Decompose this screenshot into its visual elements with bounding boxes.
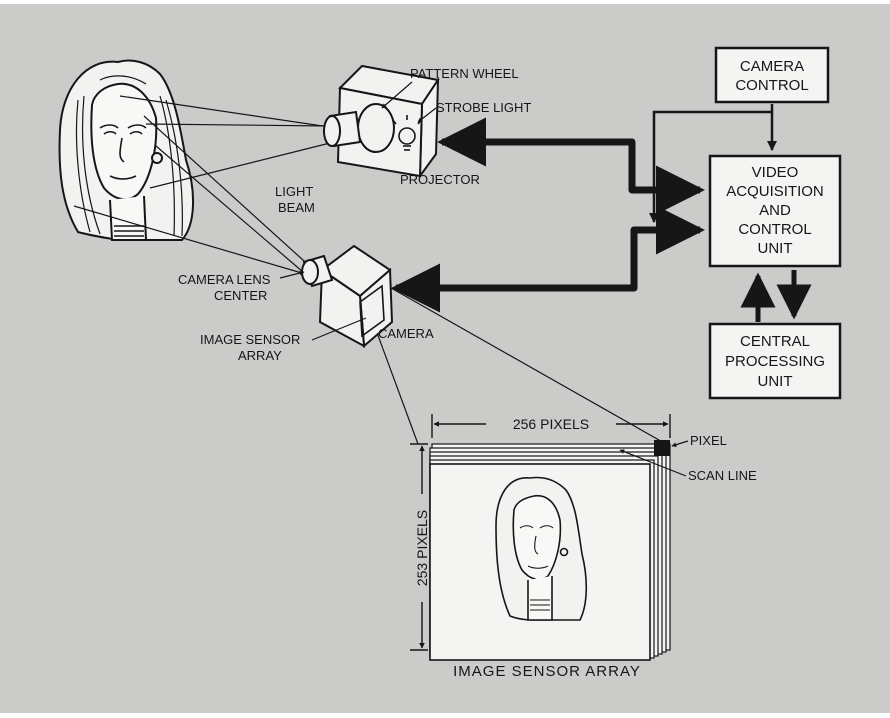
control-lines	[649, 104, 777, 223]
camera-rays	[73, 115, 667, 445]
pattern-wheel-leader	[381, 81, 413, 109]
subject-face	[90, 82, 158, 201]
projector-device	[323, 64, 440, 180]
subject-neck	[109, 195, 148, 241]
width-dimension	[431, 414, 671, 438]
strobe-light-label: STROBE LIGHT	[436, 100, 531, 115]
cpu-line-2: PROCESSING	[725, 353, 825, 370]
sensor-array-caption: IMAGE SENSOR ARRAY	[453, 663, 641, 680]
video-acquisition-box: VIDEO ACQUISITION AND CONTROL UNIT	[708, 154, 842, 268]
image-sensor-array-leader	[311, 317, 367, 341]
video-box-line-1: VIDEO	[752, 164, 799, 181]
camera-lens-center-label-line-1: CAMERA LENS	[178, 272, 271, 287]
strobe-light-bulb	[392, 115, 422, 151]
pattern-wheel-label: PATTERN WHEEL	[410, 66, 519, 81]
projector-bus	[437, 117, 705, 215]
sensor-portrait	[495, 476, 588, 621]
pattern-wheel	[357, 103, 395, 153]
control-to-bus-line	[649, 110, 772, 223]
light-beam-label-line-1: LIGHT	[275, 184, 313, 199]
video-box-line-3: AND	[759, 202, 791, 219]
cpu-line-1: CENTRAL	[740, 333, 810, 350]
subject-portrait	[58, 59, 194, 241]
camera-device	[301, 244, 394, 349]
video-box-line-5: UNIT	[758, 240, 793, 257]
projector-lens	[323, 115, 341, 147]
camera-sensor-plane	[359, 284, 385, 338]
pixel-leader	[671, 440, 689, 448]
subject-collar	[114, 225, 144, 237]
sensor-array-figure: 256 PIXELS 253 PIXELS PIXEL SCAN LINE IM…	[410, 414, 757, 680]
camera-label: CAMERA	[378, 326, 434, 341]
camera-bus	[391, 205, 705, 313]
scan-line-label: SCAN LINE	[688, 468, 757, 483]
camera-lens-center-leader	[279, 270, 305, 279]
subject-features	[99, 124, 147, 180]
light-beam-label-line-2: BEAM	[278, 200, 315, 215]
device-labels: PATTERN WHEEL STROBE LIGHT PROJECTOR LIG…	[178, 66, 531, 363]
camera-lens-center-label-line-2: CENTER	[214, 288, 267, 303]
video-box-line-2: ACQUISITION	[726, 183, 824, 200]
width-pixels-label: 256 PIXELS	[513, 416, 589, 432]
camera-control-line-1: CAMERA	[740, 58, 804, 75]
camera-lens	[301, 259, 319, 285]
sensor-ray-left	[375, 329, 419, 445]
camera-control-box: CAMERA CONTROL	[714, 46, 830, 104]
strobe-light-leader	[417, 107, 437, 123]
projection-rays	[119, 95, 343, 189]
cpu-box: CENTRAL PROCESSING UNIT	[708, 322, 842, 400]
image-sensor-array-label-line-2: ARRAY	[238, 348, 282, 363]
subject-earring	[151, 152, 163, 164]
projector-label: PROJECTOR	[400, 172, 480, 187]
height-pixels-label: 253 PIXELS	[414, 510, 430, 586]
cpu-line-3: UNIT	[758, 373, 793, 390]
frame-top-edge	[0, 0, 890, 4]
video-cpu-arrows	[740, 270, 812, 322]
camera-control-line-2: CONTROL	[735, 77, 808, 94]
height-dimension	[410, 443, 428, 651]
pixel-label: PIXEL	[690, 433, 727, 448]
video-box-line-4: CONTROL	[738, 221, 811, 238]
pixel-square	[654, 440, 670, 456]
image-sensor-array-label-line-1: IMAGE SENSOR	[200, 332, 300, 347]
camera-front	[318, 268, 366, 348]
data-bus	[391, 117, 705, 313]
scan-line-leader	[619, 449, 687, 477]
